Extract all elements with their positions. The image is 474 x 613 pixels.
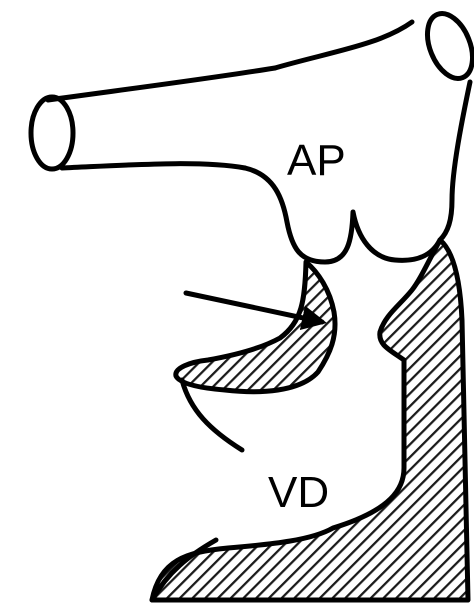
left-pulmonary-branch bbox=[48, 68, 275, 100]
left-pulmonary-branch-lower bbox=[62, 164, 245, 168]
label-vd: VD bbox=[268, 468, 329, 517]
left-pulmonary-opening bbox=[31, 97, 73, 169]
right-pulmonary-opening bbox=[419, 7, 474, 85]
label-ap: AP bbox=[287, 136, 346, 185]
pulmonary-trunk-upper bbox=[275, 22, 412, 68]
crista-hatched bbox=[176, 262, 335, 392]
right-pulmonary-branch bbox=[440, 82, 470, 240]
